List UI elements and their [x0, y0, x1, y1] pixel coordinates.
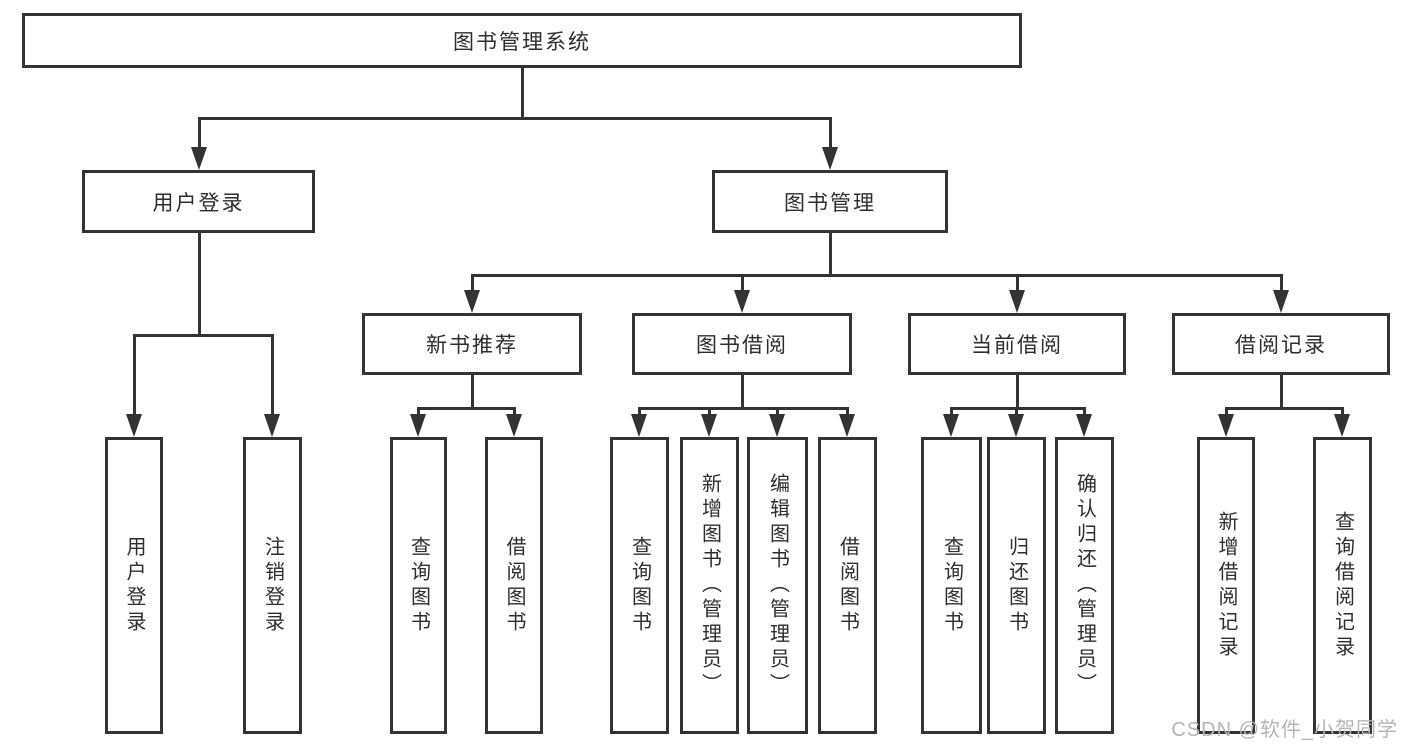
connector-line-v — [416, 408, 420, 417]
connector-line-h — [1224, 406, 1344, 410]
node-leaf-add-borrow-record: 新增借阅记录 — [1197, 437, 1255, 734]
connector-line-v — [828, 233, 832, 277]
arrow-down-icon — [701, 414, 717, 437]
node-leaf-logout: 注销登录 — [243, 437, 302, 734]
node-borrowing-records: 借阅记录 — [1172, 313, 1390, 375]
node-user-login: 用户登录 — [82, 170, 315, 233]
connector-line-v — [1015, 275, 1019, 293]
connector-line-v — [470, 375, 474, 410]
node-book-borrowing: 图书借阅 — [632, 313, 852, 375]
arrow-down-icon — [631, 414, 647, 437]
arrow-down-icon — [1009, 290, 1025, 313]
connector-line-v — [775, 408, 779, 417]
connector-line-v — [637, 408, 641, 417]
node-label-root: 图书管理系统 — [453, 30, 591, 54]
connector-line-h — [470, 273, 1283, 277]
node-label-leaf-confirm-return: 确认归还（管理员） — [1073, 473, 1096, 698]
node-root: 图书管理系统 — [22, 13, 1022, 68]
node-leaf-user-login: 用户登录 — [105, 437, 163, 734]
arrow-down-icon — [943, 414, 959, 437]
node-label-leaf-query-books-2: 查询图书 — [628, 535, 651, 636]
node-book-management: 图书管理 — [712, 170, 948, 233]
arrow-down-icon — [126, 414, 142, 437]
connector-line-v — [197, 118, 201, 150]
connector-line-v — [132, 335, 136, 417]
node-label-leaf-borrow-books-2: 借阅图书 — [836, 535, 859, 636]
arrow-down-icon — [410, 414, 426, 437]
connector-line-h — [949, 406, 1086, 410]
arrow-down-icon — [1334, 414, 1350, 437]
connector-line-v — [512, 408, 516, 417]
node-label-book-management: 图书管理 — [784, 191, 876, 215]
node-leaf-borrow-books-2: 借阅图书 — [818, 437, 877, 734]
connector-line-v — [197, 233, 201, 337]
connector-line-v — [470, 275, 474, 293]
node-label-leaf-query-books-1: 查询图书 — [407, 535, 430, 636]
node-label-leaf-logout: 注销登录 — [261, 535, 284, 636]
arrow-down-icon — [506, 414, 522, 437]
node-leaf-query-books-2: 查询图书 — [610, 437, 669, 734]
connector-line-h — [637, 406, 849, 410]
connector-line-v — [270, 335, 274, 417]
connector-line-v — [1224, 408, 1228, 417]
node-label-borrowing-records: 借阅记录 — [1235, 334, 1327, 357]
node-leaf-query-books-1: 查询图书 — [390, 437, 447, 734]
connector-line-v — [949, 408, 953, 417]
connector-line-v — [740, 275, 744, 293]
node-leaf-add-books: 新增图书（管理员） — [680, 437, 739, 734]
connector-line-v — [1082, 408, 1086, 417]
node-label-leaf-add-borrow-record: 新增借阅记录 — [1215, 510, 1237, 661]
node-label-book-borrowing: 图书借阅 — [696, 334, 788, 357]
node-label-leaf-query-books-3: 查询图书 — [940, 535, 963, 636]
connector-line-v — [740, 375, 744, 410]
connector-line-h — [197, 116, 832, 120]
csdn-watermark: CSDN @软件_小贺同学 — [1171, 719, 1398, 741]
arrow-down-icon — [769, 414, 785, 437]
arrow-down-icon — [191, 147, 207, 170]
connector-line-v — [707, 408, 711, 417]
node-label-user-login: 用户登录 — [152, 191, 245, 215]
node-label-current-borrowing: 当前借阅 — [971, 334, 1063, 357]
node-current-borrowing: 当前借阅 — [908, 313, 1126, 375]
node-label-leaf-borrow-books-1: 借阅图书 — [503, 535, 525, 636]
connector-line-v — [1014, 408, 1018, 417]
node-label-leaf-edit-books: 编辑图书（管理员） — [766, 473, 789, 698]
node-leaf-query-borrow-record: 查询借阅记录 — [1313, 437, 1372, 734]
connector-line-v — [1340, 408, 1344, 417]
arrow-down-icon — [822, 147, 838, 170]
arrow-down-icon — [264, 414, 280, 437]
connector-line-v — [1015, 375, 1019, 410]
arrow-down-icon — [1218, 414, 1234, 437]
node-leaf-borrow-books-1: 借阅图书 — [485, 437, 543, 734]
arrow-down-icon — [839, 414, 855, 437]
node-leaf-return-books: 归还图书 — [987, 437, 1046, 734]
node-label-leaf-query-borrow-record: 查询借阅记录 — [1331, 510, 1354, 661]
node-label-leaf-return-books: 归还图书 — [1005, 535, 1028, 636]
connector-line-v — [828, 118, 832, 150]
connector-line-v — [520, 68, 524, 120]
connector-line-v — [1279, 275, 1283, 293]
connector-line-v — [845, 408, 849, 417]
node-label-leaf-add-books: 新增图书（管理员） — [698, 473, 721, 698]
connector-line-h — [416, 406, 516, 410]
arrow-down-icon — [1008, 414, 1024, 437]
connector-line-v — [1279, 375, 1283, 410]
node-label-new-book-recommend: 新书推荐 — [426, 334, 518, 357]
node-leaf-query-books-3: 查询图书 — [921, 437, 982, 734]
arrow-down-icon — [1076, 414, 1092, 437]
arrow-down-icon — [464, 290, 480, 313]
node-new-book-recommend: 新书推荐 — [362, 313, 582, 375]
connector-line-h — [132, 333, 274, 337]
arrow-down-icon — [1273, 290, 1289, 313]
node-label-leaf-user-login: 用户登录 — [123, 535, 145, 636]
arrow-down-icon — [734, 290, 750, 313]
node-leaf-confirm-return: 确认归还（管理员） — [1055, 437, 1114, 734]
node-leaf-edit-books: 编辑图书（管理员） — [747, 437, 808, 734]
